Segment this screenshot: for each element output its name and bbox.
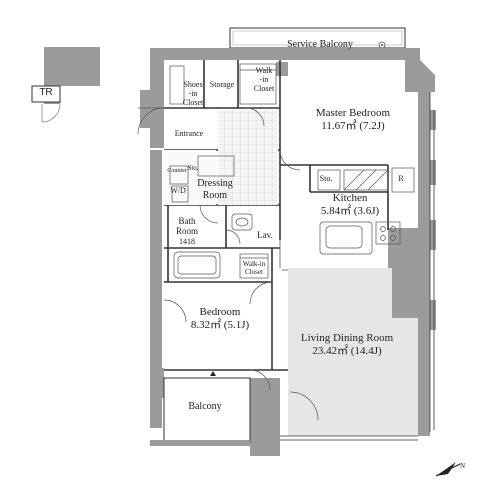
windows [280, 92, 435, 441]
kitchen-label: Kitchen 5.84㎡ (3.6J) [320, 192, 380, 217]
bedroom-label: Bedroom 8.32㎡ (5.1J) [190, 306, 250, 331]
refrigerator-label: R [398, 174, 404, 183]
walls [140, 48, 436, 456]
counter-label: Counter [167, 168, 187, 174]
bath-room-label: Bath Room 1418 [175, 216, 198, 246]
service-balcony-label: Service Balcony [287, 39, 353, 50]
shoes-closet-label: Shoes -in Closet [182, 80, 204, 108]
balcony-area [150, 371, 251, 446]
wd-label: W/D [170, 186, 186, 195]
tr-shaft [31, 47, 100, 123]
lav-label: Lav. [257, 230, 273, 240]
balcony-label: Balcony [188, 401, 222, 412]
north-arrow-icon: N [434, 458, 470, 480]
walk-in-closet-top-label: Walk -in Closet [253, 66, 275, 94]
dressing-room-label: Dressing Room [197, 178, 233, 201]
fixtures [169, 63, 415, 279]
storage-label: Storage [209, 80, 235, 89]
living-dining-room-label: Living Dining Room 23.42㎡ (14.4J) [300, 332, 394, 357]
living-shade [288, 268, 392, 436]
tr-label: TR [39, 87, 53, 98]
tile-floor [218, 110, 278, 205]
sto-kitchen-label: Sto. [319, 174, 333, 183]
walk-in-closet-bottom-label: Walk-in Closet [242, 260, 266, 277]
sto-small-label: Sto. [187, 164, 199, 172]
doors [137, 107, 319, 421]
sliding-door [279, 240, 288, 271]
master-bedroom-label: Master Bedroom 11.67㎡ (7.2J) [315, 107, 391, 132]
service-balcony-area [229, 27, 406, 49]
entrance-label: Entrance [174, 129, 204, 138]
north-label: N [460, 462, 465, 470]
